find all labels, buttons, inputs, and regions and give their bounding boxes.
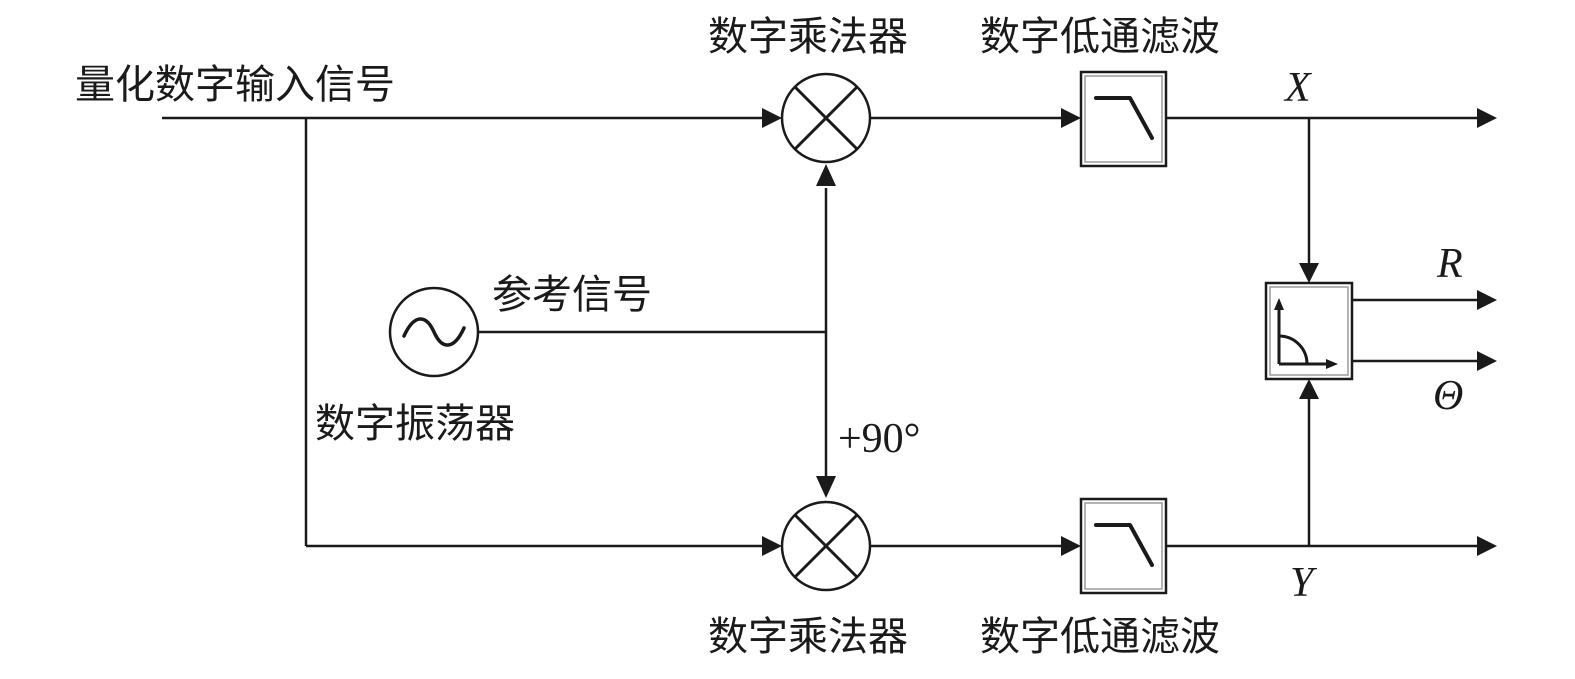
arrowhead — [1477, 351, 1497, 371]
arrowhead — [762, 108, 782, 128]
digital-oscillator — [388, 286, 480, 378]
lowpass-bottom-label: 数字低通滤波 — [980, 614, 1220, 660]
arrowhead — [1299, 263, 1319, 283]
lowpass-filter-top — [1079, 70, 1168, 168]
output-theta-label: Θ — [1433, 373, 1463, 419]
arrowhead — [1477, 108, 1497, 128]
oscillator-label: 数字振荡器 — [315, 401, 515, 447]
multiplier-bottom — [780, 500, 872, 592]
lowpass-top-label: 数字低通滤波 — [980, 14, 1220, 60]
polar-converter — [1264, 281, 1354, 381]
lowpass-filter-bottom — [1079, 497, 1168, 595]
arrowhead — [1061, 108, 1081, 128]
arrowhead — [816, 164, 836, 186]
arrowhead — [762, 536, 782, 556]
arrowhead — [1299, 379, 1319, 399]
arrowhead — [1477, 290, 1497, 310]
multiplier-top — [780, 72, 872, 164]
output-r-label: R — [1436, 241, 1463, 287]
lowpass-filter-icon — [1079, 70, 1168, 168]
output-x-label: X — [1283, 65, 1313, 111]
multiplier-bottom-label: 数字乘法器 — [708, 614, 908, 660]
multiplier-top-label: 数字乘法器 — [708, 14, 908, 60]
arrowhead — [1061, 536, 1081, 556]
phase-shift-label: +90° — [838, 416, 920, 462]
input-signal-label: 量化数字输入信号 — [75, 62, 395, 108]
output-y-label: Y — [1290, 560, 1318, 606]
lowpass-filter-icon — [1079, 497, 1168, 595]
arrowhead — [816, 476, 836, 498]
reference-signal-label: 参考信号 — [492, 272, 652, 318]
arrowhead — [1477, 536, 1497, 556]
